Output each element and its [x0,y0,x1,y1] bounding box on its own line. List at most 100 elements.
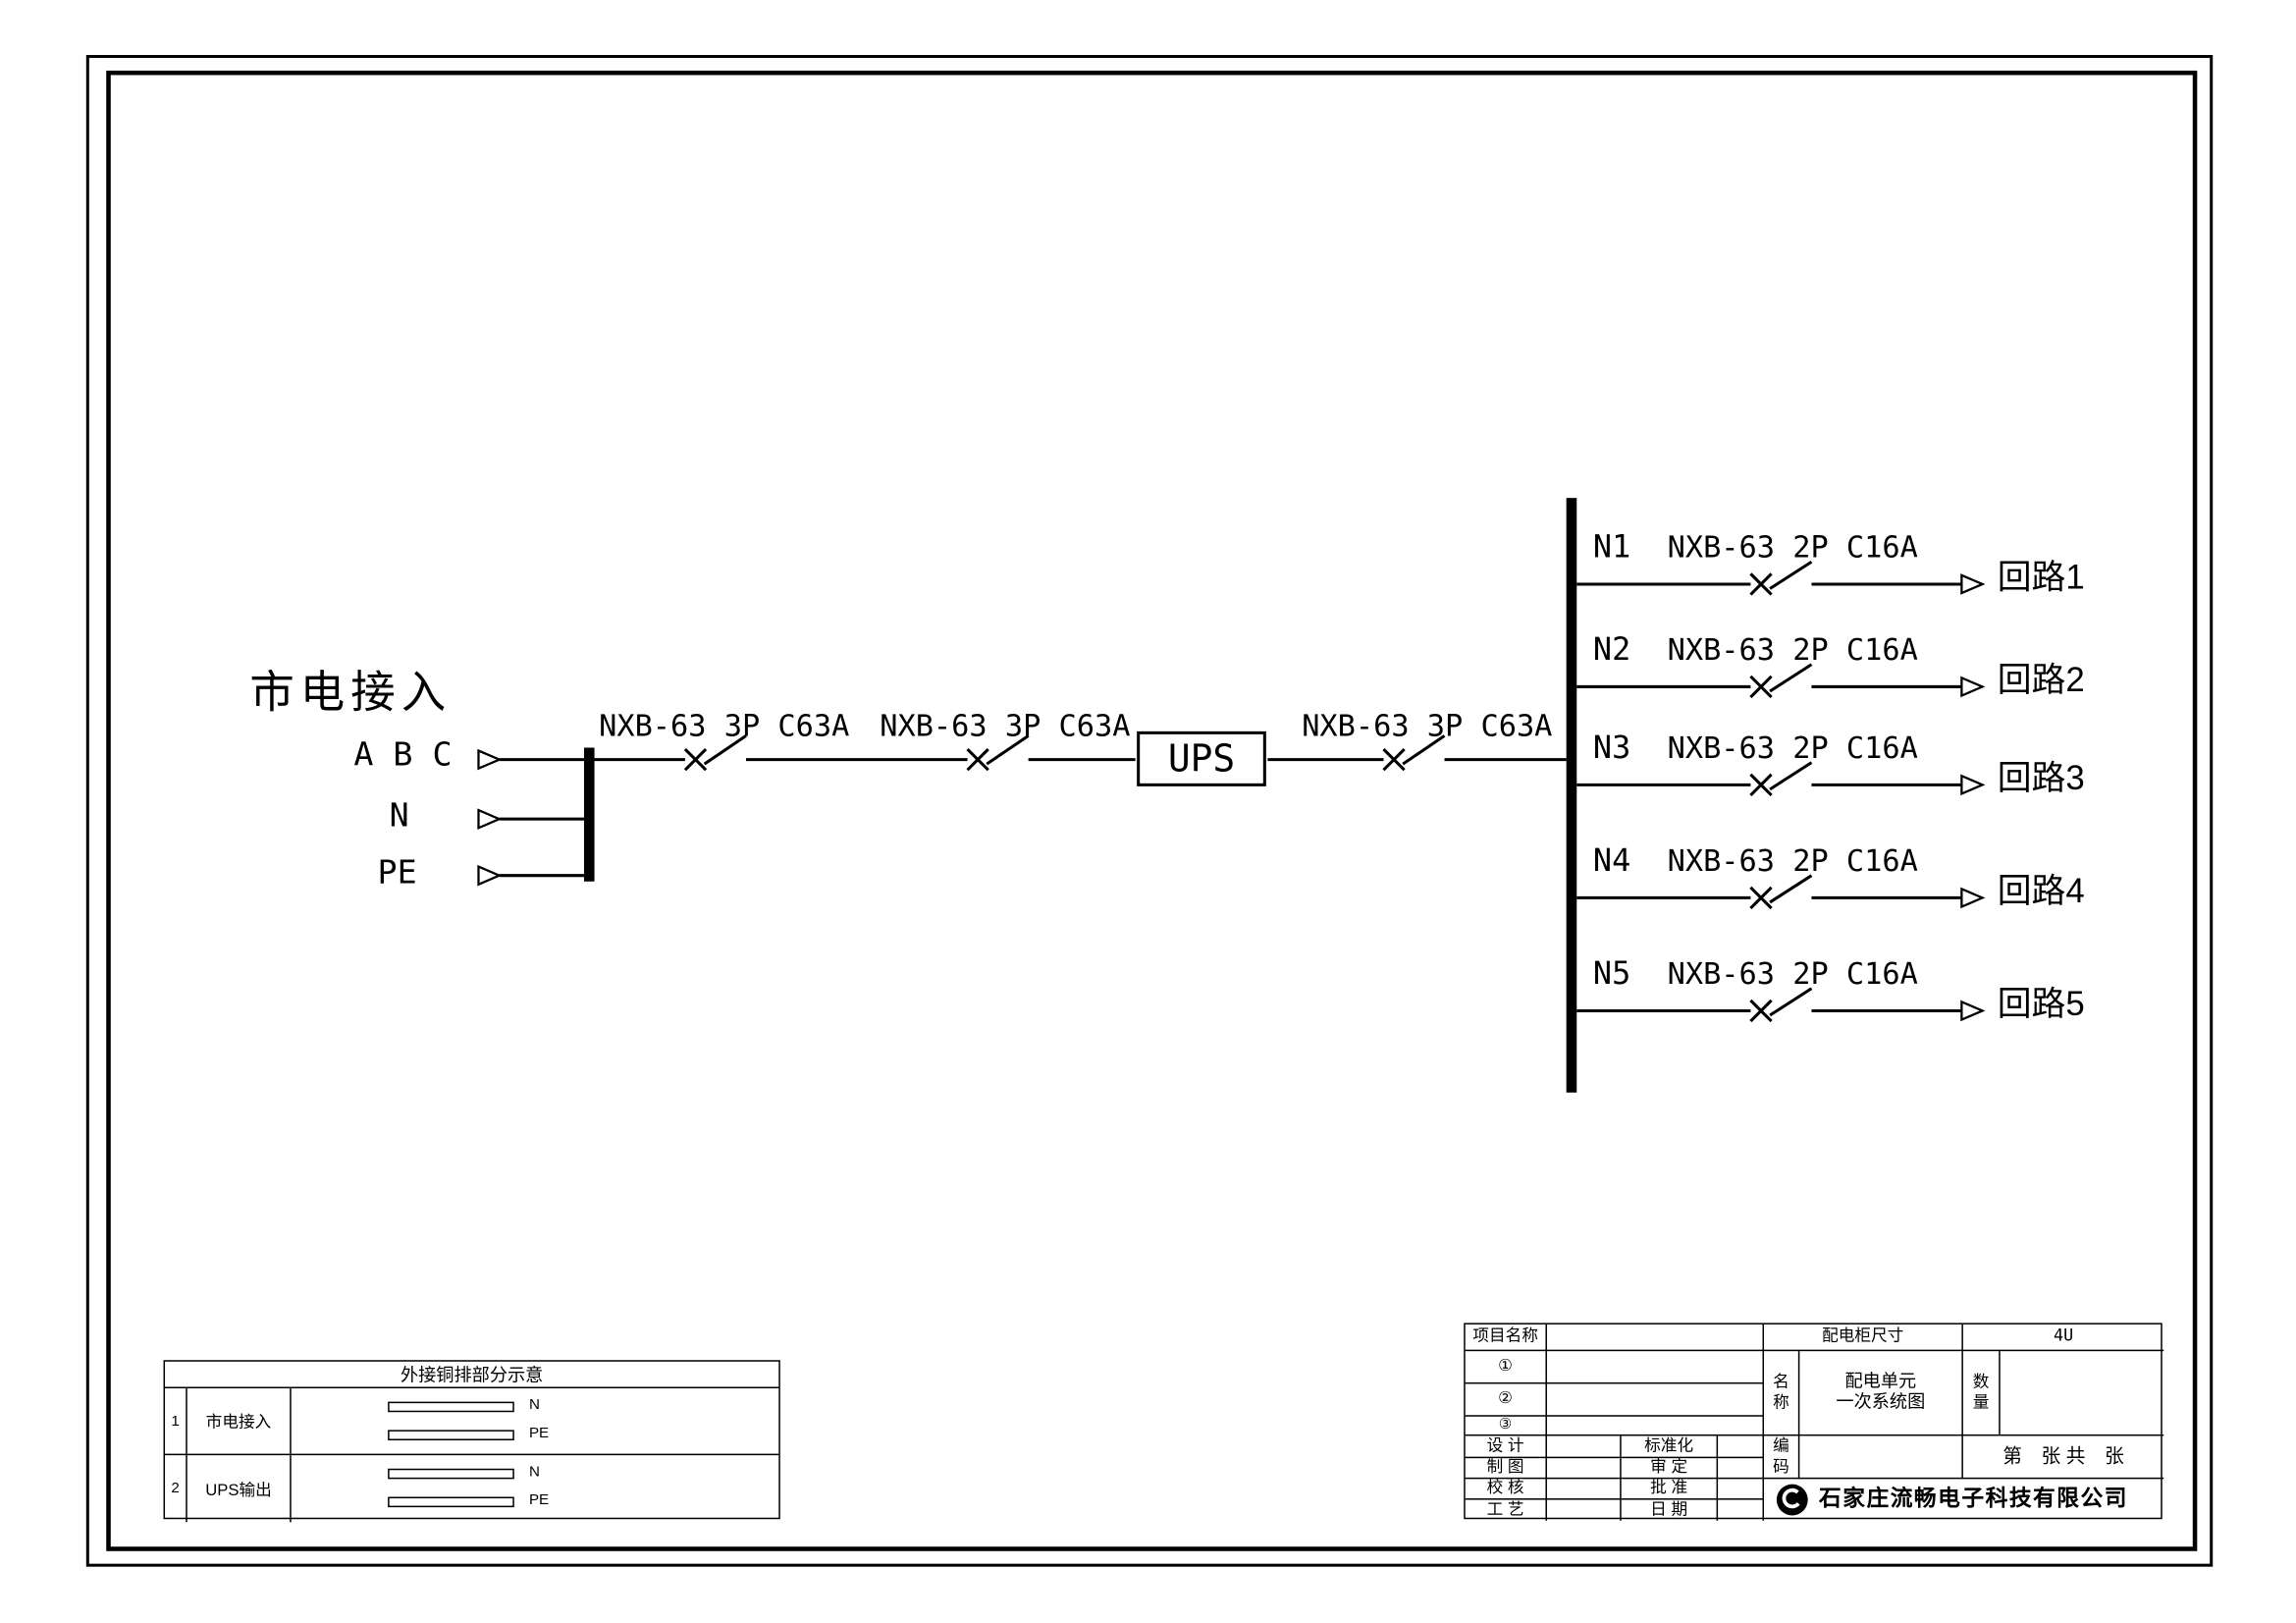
outer-frame [85,55,2214,1567]
output-arrow-icon [1960,1000,1986,1022]
output-arrow-icon [1960,887,1986,909]
input-arrow-icon [477,864,503,887]
branch-3-circuit-label: 回路3 [1997,758,2085,797]
bar-label-n: N [528,1464,540,1481]
check-label: 校 核 [1465,1479,1547,1500]
process-value-cell [1547,1499,1622,1521]
ups-box: UPS [1137,730,1266,786]
phase-pe-label: PE [377,854,417,893]
phase-abc-label: A B C [353,736,453,775]
main-breaker-3-label: NXB-63 3P C63A [1302,707,1553,743]
ups-label: UPS [1167,736,1236,781]
output-arrow-icon [1960,774,1986,796]
output-arrow-icon [1960,573,1986,595]
process-label: 工 艺 [1466,1499,1547,1521]
date-value-cell [1718,1500,1762,1521]
branch-2-circuit-label: 回路2 [1997,660,2085,699]
design-label: 设 计 [1465,1435,1547,1459]
item-1-value-cell [1546,1351,1763,1384]
branch-4-id: N4 [1592,842,1631,879]
branch-4-breaker-label: NXB-63 2P C16A [1667,842,1918,879]
input-arrows [477,748,503,887]
branch-3-breaker-label: NXB-63 2P C16A [1667,730,1918,766]
copper-bar-table: 外接铜排部分示意 1 市电接入 N PE 2 UPS输出 N PE [163,1360,780,1523]
check-value-cell [1546,1479,1622,1500]
copper-bar-n [388,1468,514,1480]
bar-label-n: N [528,1397,540,1414]
code-label: 编码 [1762,1435,1800,1480]
table-row: 2 UPS输出 N PE [165,1455,779,1523]
main-breaker-2-label: NXB-63 3P C63A [880,707,1131,743]
input-arrow-icon [477,808,503,830]
project-name-label: 项目名称 [1465,1324,1547,1352]
item-1-label: ① [1465,1351,1547,1384]
output-busbar [1566,498,1577,1093]
copper-table-title: 外接铜排部分示意 [165,1362,779,1389]
branch-1-circuit-label: 回路1 [1997,557,2085,597]
branch-5-id: N5 [1592,955,1631,992]
branch-1-id: N1 [1592,528,1631,566]
item-3-value-cell [1546,1417,1763,1436]
main-breaker-1-label: NXB-63 3P C63A [599,707,850,743]
cabinet-size-label: 配电柜尺寸 [1762,1324,1963,1352]
project-name-value-cell [1546,1325,1763,1352]
branch-3-id: N3 [1592,730,1631,766]
standardization-value-cell [1718,1435,1763,1459]
breaker-symbol-main-1 [683,734,747,772]
breaker-symbol-branch-1 [1749,560,1813,596]
branch-2-id: N2 [1592,631,1631,668]
name-label: 名称 [1762,1351,1800,1436]
copper-bar-pe [388,1430,514,1440]
sheet-number-label: 第 张 共 张 [1962,1435,2164,1480]
company-name: 石家庄流畅电子科技有限公司 [1819,1487,2128,1513]
item-2-label: ② [1465,1383,1547,1417]
company-logo-icon [1776,1484,1808,1516]
copper-bar-n [388,1401,514,1413]
output-arrow-icon [1960,676,1986,698]
breaker-symbol-main-2 [966,734,1030,772]
copper-bars-cell: N PE [292,1388,779,1454]
output-arrows [1960,573,1986,1022]
branch-2-breaker-label: NXB-63 2P C16A [1667,631,1918,668]
approve-label: 批 准 [1621,1479,1719,1500]
inner-frame [106,70,2198,1551]
item-3-label: ③ [1465,1416,1547,1436]
copper-bar-pe [388,1496,514,1508]
input-arrow-icon [477,748,503,771]
branch-4-circuit-label: 回路4 [1997,871,2085,910]
company-cell: 石家庄流畅电子科技有限公司 [1762,1479,2164,1521]
code-value-cell [1799,1435,1963,1480]
review-value-cell [1718,1458,1763,1480]
design-value-cell [1546,1435,1622,1459]
mains-input-title: 市电接入 [249,669,453,719]
branch-5-breaker-label: NXB-63 2P C16A [1667,955,1918,992]
draft-label: 制 图 [1465,1458,1547,1480]
breaker-symbol-branch-3 [1749,761,1813,797]
copper-bars-cell: N PE [292,1455,779,1522]
phase-n-label: N [389,797,409,836]
row-number: 2 [165,1455,187,1523]
input-busbar [583,747,595,882]
standardization-label: 标准化 [1621,1435,1719,1459]
draft-value-cell [1546,1458,1622,1480]
item-2-value-cell [1546,1383,1763,1417]
quantity-label: 数量 [1962,1351,2001,1436]
title-block: 项目名称 ① ② ③ 设 计 标准化 制 图 审 定 校 核 批 准 工 艺 日… [1464,1323,2164,1521]
drawing-name-value: 配电单元 一次系统图 [1799,1351,1963,1436]
date-label: 日 期 [1622,1499,1719,1521]
branch-5-circuit-label: 回路5 [1997,984,2085,1023]
table-row: 1 市电接入 N PE [165,1388,779,1456]
breaker-symbol-main-3 [1382,734,1446,772]
review-label: 审 定 [1621,1458,1719,1480]
row-label: UPS输出 [187,1455,292,1523]
approve-value-cell [1718,1479,1763,1500]
breaker-symbol-branch-4 [1749,874,1813,910]
branch-1-breaker-label: NXB-63 2P C16A [1667,528,1918,566]
cabinet-size-value: 4U [1962,1325,2164,1352]
quantity-value-cell [2000,1351,2164,1436]
wiring [499,560,1962,1023]
breaker-symbol-branch-5 [1749,987,1813,1023]
